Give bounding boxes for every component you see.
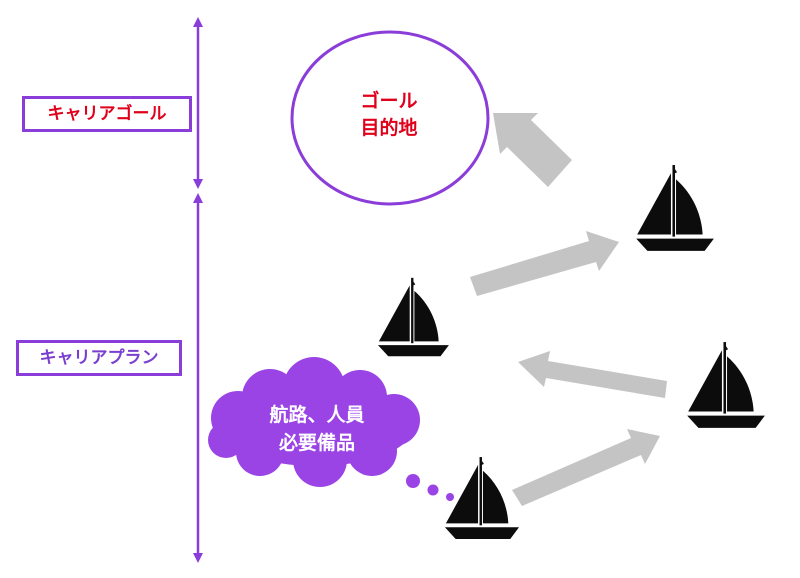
thought-bubble-dot [406, 474, 420, 488]
destination-text: 目的地 [360, 117, 418, 139]
route-arrow-right-to-left [518, 351, 667, 398]
cloud-text-route-crew: 航路、人員 [269, 404, 365, 426]
thought-bubble-dot [427, 484, 439, 496]
career-plan-label: キャリアプラン [16, 340, 182, 376]
thought-cloud [208, 357, 420, 487]
sailboat-icon [444, 457, 520, 539]
route-arrow-middle [470, 231, 619, 296]
goal-text: ゴール [360, 90, 418, 112]
thought-bubble-dot [446, 493, 454, 501]
route-arrow-bottom [512, 429, 660, 506]
route-arrow-to-goal [493, 113, 572, 187]
goal-circle [290, 30, 490, 206]
career-goal-label: キャリアゴール [22, 96, 192, 132]
sailboat-icon [687, 342, 765, 428]
sailboat-icon [636, 165, 714, 251]
cloud-text-equipment: 必要備品 [278, 432, 355, 454]
sailboat-icon [377, 277, 449, 357]
